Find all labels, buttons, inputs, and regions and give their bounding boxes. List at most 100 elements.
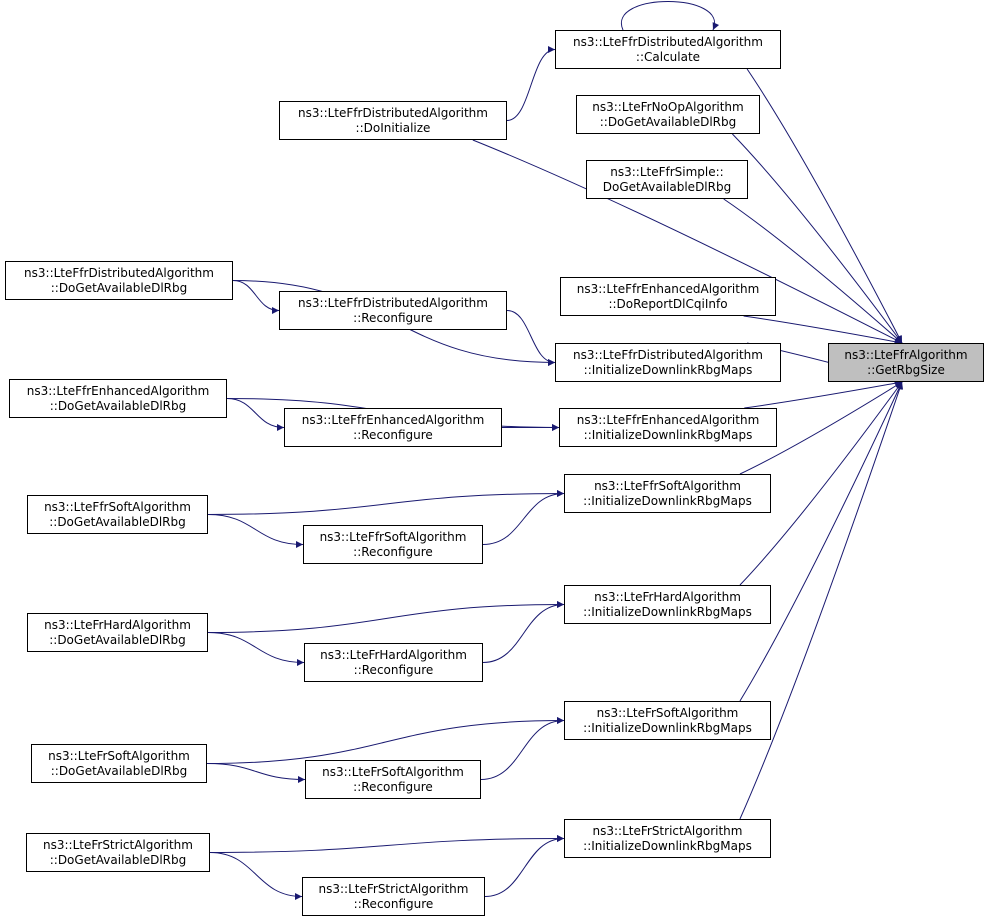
node-label-line2: ::DoGetAvailableDlRbg [50,763,188,778]
node-label-line2: ::DoInitialize [355,120,431,135]
node-label-line2: ::Reconfigure [353,779,433,794]
edge-ffrdist-doinit-to-getrbgsize [472,139,903,344]
edge-frhard-dogetavail-to-frhard-reconfigure [207,632,305,666]
node-ffrenh-doreportdlcqiinfo[interactable]: ns3::LteFfrEnhancedAlgorithm::DoReportDl… [560,277,776,316]
edge-frsoft-dogetavail-to-frsoft-initmaps [206,717,565,764]
edge-frstrict-reconfigure-to-frstrict-initmaps [484,835,565,897]
node-frsoft-dogetavailabledlrbg[interactable]: ns3::LteFrSoftAlgorithm::DoGetAvailableD… [31,744,207,783]
node-ffrsoft-dogetavailabledlrbg[interactable]: ns3::LteFfrSoftAlgorithm::DoGetAvailable… [27,495,208,534]
edge-frsoft-initmaps-to-getrbgsize [739,381,903,702]
edge-ffrsoft-dogetavail-to-ffrsoft-initmaps [207,490,565,515]
node-label-line1: ns3::LteFfrSimple:: [610,164,724,179]
node-label-line1: ns3::LteFrHardAlgorithm [594,589,741,604]
edge-frnoop-dogetavail-to-getrbgsize [732,133,903,344]
edge-ffrsoft-dogetavail-to-ffrsoft-reconfigure [207,514,304,548]
node-ffrenh-initializedownlinkrbgmaps[interactable]: ns3::LteFfrEnhancedAlgorithm::Initialize… [559,408,777,447]
node-ffrdist-reconfigure[interactable]: ns3::LteFfrDistributedAlgorithm::Reconfi… [279,291,507,330]
node-label-line2: ::InitializeDownlinkRbgMaps [583,427,753,442]
edge-frsoft-dogetavail-to-frsoft-reconfigure [206,763,306,783]
node-label-line1: ns3::LteFrHardAlgorithm [320,647,467,662]
node-frstrict-reconfigure[interactable]: ns3::LteFrStrictAlgorithm::Reconfigure [302,877,485,916]
edge-ffrenh-dogetavail-to-ffrenh-reconfigure [226,398,285,431]
node-label-line2: ::DoGetAvailableDlRbg [50,280,188,295]
node-frsoft-reconfigure[interactable]: ns3::LteFrSoftAlgorithm::Reconfigure [305,760,481,799]
node-label-line2: ::InitializeDownlinkRbgMaps [583,493,752,508]
node-label-line1: ns3::LteFrHardAlgorithm [44,617,191,632]
edge-ffrsoft-reconfigure-to-ffrsoft-initmaps [482,490,565,545]
node-label-line1: ns3::LteFfrDistributedAlgorithm [298,295,488,310]
edge-ffrsimple-dogetavail-to-getrbgsize [723,198,903,344]
node-ffrenh-reconfigure[interactable]: ns3::LteFfrEnhancedAlgorithm::Reconfigur… [284,408,502,447]
node-label-line1: ns3::LteFfrEnhancedAlgorithm [576,281,760,296]
node-frstrict-dogetavailabledlrbg[interactable]: ns3::LteFrStrictAlgorithm::DoGetAvailabl… [26,833,210,872]
node-label-line1: ns3::LteFrStrictAlgorithm [43,837,193,852]
node-label-line1: ns3::LteFfrAlgorithm [844,347,968,362]
node-label-line1: ns3::LteFrNoOpAlgorithm [592,99,744,114]
node-ffrdist-initializedownlinkrbgmaps[interactable]: ns3::LteFfrDistributedAlgorithm::Initial… [555,343,781,382]
node-label-line2: ::DoReportDlCqiInfo [608,296,728,311]
node-label-line1: ns3::LteFfrEnhancedAlgorithm [576,412,760,427]
node-frhard-dogetavailabledlrbg[interactable]: ns3::LteFrHardAlgorithm::DoGetAvailableD… [27,613,208,652]
node-label-line1: ns3::LteFrSoftAlgorithm [48,748,190,763]
node-label-line2: ::Reconfigure [353,427,433,442]
node-label-line2: ::Reconfigure [353,896,434,911]
edge-ffrenh-initmaps-to-getrbgsize [744,379,903,409]
edge-ffrenh-doreport-to-getrbgsize [743,315,903,346]
node-ffrdist-calculate[interactable]: ns3::LteFfrDistributedAlgorithm::Calcula… [555,30,781,69]
edge-frhard-dogetavail-to-frhard-initmaps [207,601,565,633]
node-ffralgorithm-getrbgsize: ns3::LteFfrAlgorithm::GetRbgSize [828,343,984,382]
node-ffrenh-dogetavailabledlrbg[interactable]: ns3::LteFfrEnhancedAlgorithm::DoGetAvail… [9,379,227,418]
node-label-line2: ::InitializeDownlinkRbgMaps [583,720,752,735]
node-label-line1: ns3::LteFfrSoftAlgorithm [44,499,191,514]
node-label-line2: ::InitializeDownlinkRbgMaps [583,604,752,619]
node-label-line1: ns3::LteFrSoftAlgorithm [596,705,739,720]
node-label-line2: ::DoGetAvailableDlRbg [49,398,187,413]
node-frnoop-dogetavailabledlrbg[interactable]: ns3::LteFrNoOpAlgorithm::DoGetAvailableD… [576,95,760,134]
edge-frstrict-dogetavail-to-frstrict-initmaps [209,835,565,853]
edge-frstrict-dogetavail-to-frstrict-reconfigure [209,852,303,900]
edge-frhard-initmaps-to-getrbgsize [739,381,903,586]
node-label-line1: ns3::LteFrStrictAlgorithm [592,823,743,838]
node-label-line2: ::Reconfigure [353,310,433,325]
edge-calc-to-getrbgsize [746,68,903,344]
node-frsoft-initializedownlinkrbgmaps[interactable]: ns3::LteFrSoftAlgorithm::InitializeDownl… [564,701,771,740]
node-ffrsimple-dogetavailabledlrbg[interactable]: ns3::LteFfrSimple::DoGetAvailableDlRbg [586,160,748,199]
edge-calc-to-calc [620,1,720,31]
node-label-line1: ns3::LteFrStrictAlgorithm [318,881,469,896]
node-label-line1: ns3::LteFfrDistributedAlgorithm [298,105,488,120]
edge-ffrdist-doinit-to-calc [506,46,556,121]
node-frstrict-initializedownlinkrbgmaps[interactable]: ns3::LteFrStrictAlgorithm::InitializeDow… [564,819,771,858]
node-ffrdist-doinitialize[interactable]: ns3::LteFfrDistributedAlgorithm::DoIniti… [279,101,507,140]
node-frhard-reconfigure[interactable]: ns3::LteFrHardAlgorithm::Reconfigure [304,643,483,682]
node-label-line2: ::Reconfigure [353,662,434,677]
node-label-line2: ::Reconfigure [353,544,433,559]
node-frhard-initializedownlinkrbgmaps[interactable]: ns3::LteFrHardAlgorithm::InitializeDownl… [564,585,771,624]
node-ffrsoft-reconfigure[interactable]: ns3::LteFfrSoftAlgorithm::Reconfigure [303,525,483,564]
node-label-line2: ::Calculate [635,49,701,64]
node-label-line1: ns3::LteFfrSoftAlgorithm [319,529,467,544]
node-label-line1: ns3::LteFfrDistributedAlgorithm [24,265,214,280]
node-label-line1: ns3::LteFfrEnhancedAlgorithm [26,383,210,398]
node-label-line1: ns3::LteFfrDistributedAlgorithm [573,34,763,49]
node-label-line2: DoGetAvailableDlRbg [602,179,732,194]
node-label-line2: ::InitializeDownlinkRbgMaps [583,838,752,853]
node-ffrdist-dogetavailabledlrbg[interactable]: ns3::LteFfrDistributedAlgorithm::DoGetAv… [5,261,233,300]
edge-ffrsoft-initmaps-to-getrbgsize [739,381,903,475]
node-label-line1: ns3::LteFfrSoftAlgorithm [594,478,741,493]
node-label-line2: ::DoGetAvailableDlRbg [599,114,737,129]
edge-ffrdist-reconfigure-to-ffrdist-initmaps [506,310,556,366]
node-ffrsoft-initializedownlinkrbgmaps[interactable]: ns3::LteFfrSoftAlgorithm::InitializeDown… [564,474,771,513]
edge-frstrict-initmaps-to-getrbgsize [739,381,904,820]
edge-frhard-reconfigure-to-frhard-initmaps [482,601,565,663]
edge-ffrdist-dogetavail-to-ffrdist-reconfigure [232,280,280,314]
node-label-line1: ns3::LteFrSoftAlgorithm [322,764,464,779]
node-label-line1: ns3::LteFfrDistributedAlgorithm [573,347,763,362]
edge-frsoft-reconfigure-to-frsoft-initmaps [480,717,565,780]
node-label-line1: ns3::LteFfrEnhancedAlgorithm [301,412,485,427]
node-label-line2: ::DoGetAvailableDlRbg [49,852,187,867]
node-label-line2: ::DoGetAvailableDlRbg [49,632,186,647]
node-label-line2: ::DoGetAvailableDlRbg [49,514,186,529]
node-label-line2: ::InitializeDownlinkRbgMaps [583,362,753,377]
node-label-line2: ::GetRbgSize [867,362,945,377]
